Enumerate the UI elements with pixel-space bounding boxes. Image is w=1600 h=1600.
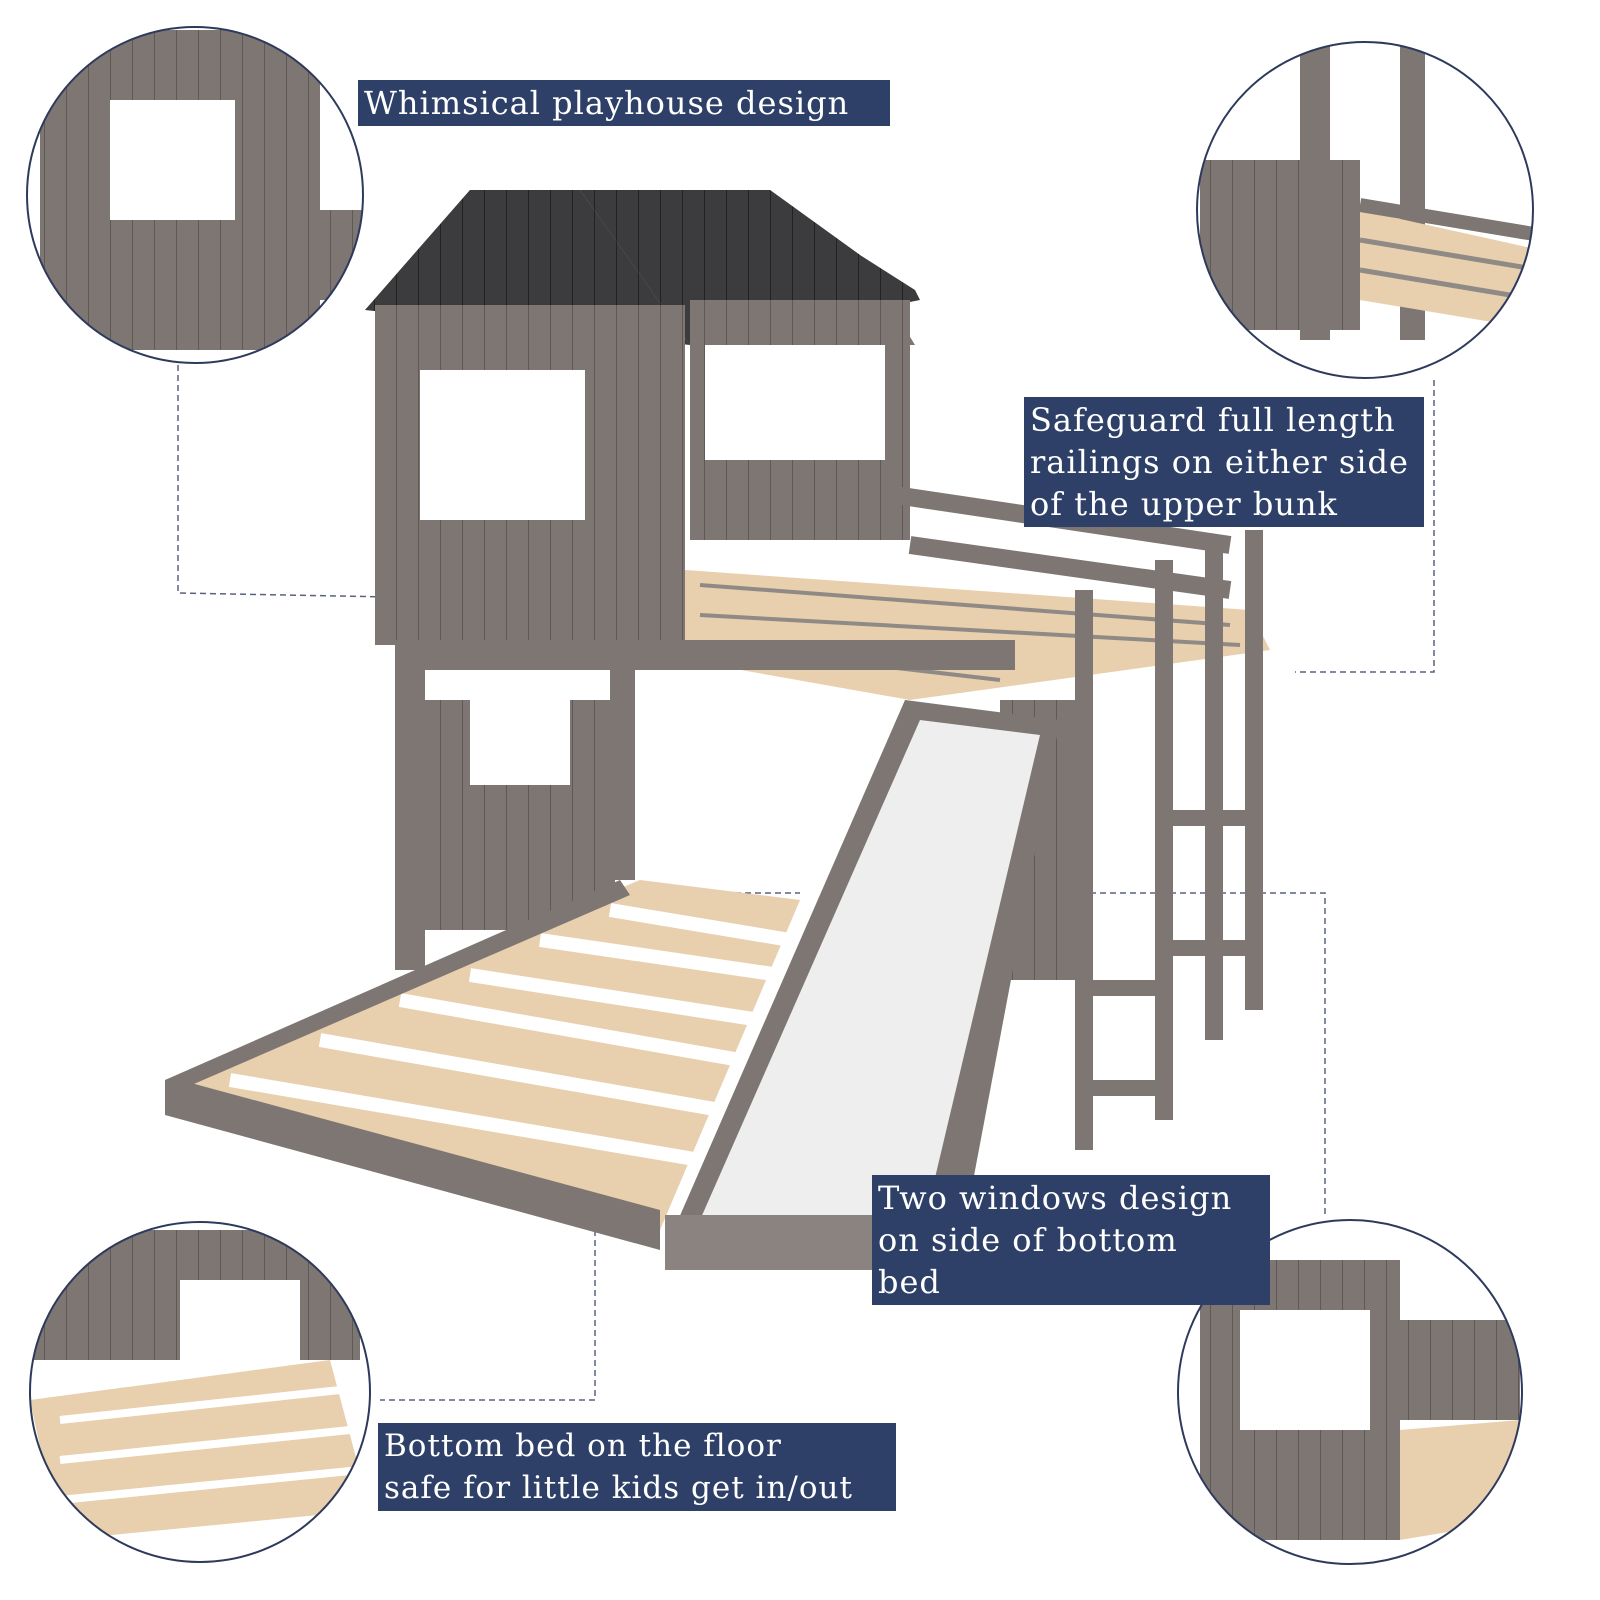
label-bottom-bed: Bottom bed on the floor safe for little … bbox=[378, 1423, 896, 1511]
label-line: Two windows design bbox=[878, 1179, 1233, 1217]
label-line: railings on either side bbox=[1030, 443, 1409, 481]
label-two-windows: Two windows design on side of bottom bed bbox=[872, 1175, 1270, 1305]
label-safeguard-railings: Safeguard full length railings on either… bbox=[1024, 397, 1424, 527]
detail-circle-bottom-bed bbox=[30, 1222, 370, 1562]
detail-circle-railings bbox=[1197, 42, 1533, 378]
label-line: safe for little kids get in/out bbox=[384, 1470, 853, 1506]
detail-circle-windows bbox=[1178, 1220, 1522, 1564]
label-line: Whimsical playhouse design bbox=[364, 84, 850, 122]
label-playhouse-design: Whimsical playhouse design bbox=[358, 80, 890, 126]
label-line: Bottom bed on the floor bbox=[384, 1428, 782, 1464]
label-line: on side of bottom bbox=[878, 1221, 1178, 1259]
label-line: bed bbox=[878, 1263, 941, 1301]
label-line: of the upper bunk bbox=[1030, 485, 1338, 523]
detail-circle-playhouse bbox=[27, 27, 363, 363]
bunk-bed bbox=[165, 190, 1270, 1270]
label-line: Safeguard full length bbox=[1030, 401, 1396, 439]
